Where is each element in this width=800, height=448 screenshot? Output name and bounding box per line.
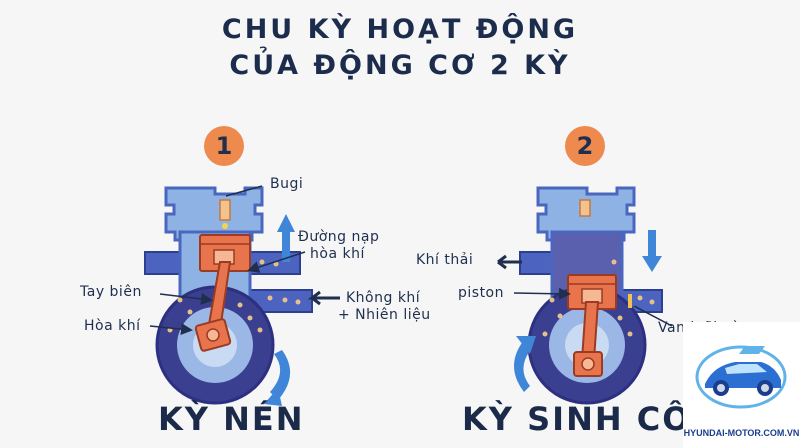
engine-2-rotation-arrow [514, 340, 532, 392]
watermark: HYUNDAI-MOTOR.COM.VN [683, 322, 800, 448]
label-connecting-rod: Tay biên [80, 284, 142, 300]
label-air-line-2: + Nhiên liệu [338, 307, 431, 323]
engine-2 [514, 186, 663, 405]
engine-1-rotation-arrow [270, 350, 291, 400]
label-piston: piston [458, 285, 504, 301]
engine-2-down-arrow [642, 230, 662, 272]
watermark-text: HYUNDAI-MOTOR.COM.VN [683, 428, 800, 438]
label-air-line-1: Không khí [346, 290, 421, 306]
engine-2-spark-plug [579, 199, 591, 217]
label-intake-line-1: Đường nạp [298, 229, 380, 245]
title-line-1: CHU KỲ HOẠT ĐỘNG [221, 14, 579, 45]
engine-1-spark-plug [219, 199, 231, 221]
stroke-2-number: 2 [565, 126, 605, 166]
label-exhaust: Khí thải [416, 252, 474, 268]
engine-1-mixture-dots [167, 259, 301, 333]
label-mixture: Hòa khí [84, 318, 141, 334]
engine-1-up-arrow [277, 214, 295, 262]
label-spark-plug: Bugi [270, 176, 304, 192]
engine-1 [144, 186, 313, 406]
label-intake-line-2: hòa khí [310, 246, 365, 262]
title-line-2: CỦA ĐỘNG CƠ 2 KỲ [229, 50, 571, 81]
car-logo-icon [695, 345, 787, 409]
stroke-1-number: 1 [204, 126, 244, 166]
stroke-1-name: KỲ NÉN [158, 400, 305, 438]
engine-2-reed-valve [628, 294, 632, 308]
